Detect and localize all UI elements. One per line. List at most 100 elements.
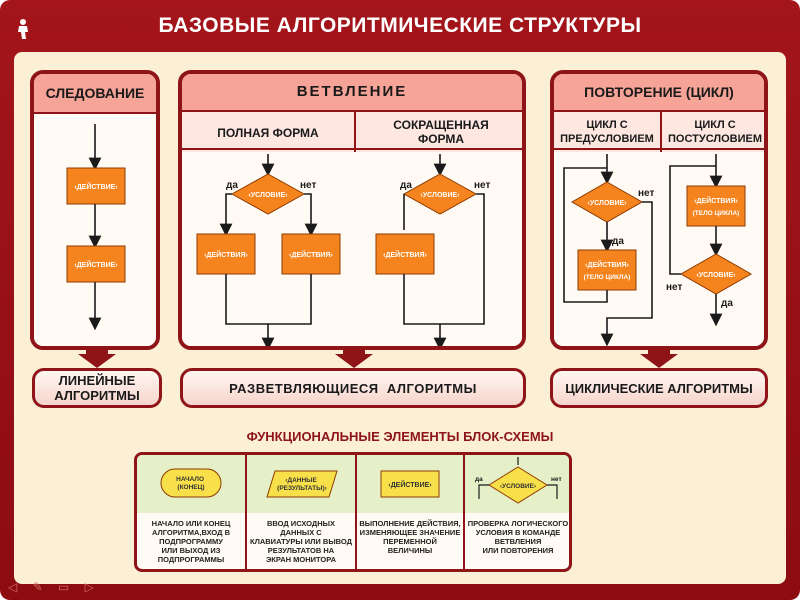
pre-condition-label: ЦИКЛ С ПРЕДУСЛОВИЕМ [560,119,654,145]
flow-arrow [304,193,318,237]
loop-panel: ПОВТОРЕНИЕ (ЦИКЛ) ЦИКЛ С ПРЕДУСЛОВИЕМ ЦИ… [550,70,768,350]
svg-text:‹УСЛОВИЕ›: ‹УСЛОВИЕ› [696,272,736,279]
data-label-line2: (РЕЗУЛЬТАТЫ)› [277,485,327,492]
sequence-diagram: ‹ДЕЙСТВИЕ› ‹ДЕЙСТВИЕ› [66,124,126,331]
condition-label: УСЛОВИЕ [590,200,625,207]
bypass-line [440,193,485,325]
data-shape: ‹ДАННЫЕ (РЕЗУЛЬТАТЫ)› [266,470,338,498]
branching-algorithms-box: РАЗВЕТВЛЯЮЩИЕСЯ АЛГОРИТМЫ [180,368,526,408]
no-label: нет [300,180,316,191]
page-title: БАЗОВЫЕ АЛГОРИТМИЧЕСКИЕ СТРУКТУРЫ [158,14,642,37]
legend-yes-label: да [475,476,483,483]
condition-shape: ‹УСЛОВИЕ› да нет [475,457,562,504]
actions-label: ДЕЙСТВИЯ [207,250,246,259]
action-shape: ‹ДЕЙСТВИЕ› [380,470,440,498]
nav-icons[interactable]: ◁ ✎ ▭ ▷ [8,580,100,594]
legend-desc: ВВОД ИСХОДНЫХ ДАННЫХ С КЛАВИАТУРЫ ИЛИ ВЫ… [250,519,352,564]
down-arrow-icon [335,346,373,368]
linear-algorithms-box: ЛИНЕЙНЫЕ АЛГОРИТМЫ [32,368,162,408]
svg-text:‹ДЕЙСТВИЕ›: ‹ДЕЙСТВИЕ› [74,260,118,269]
down-arrow-icon [78,346,116,368]
loop-sub-row [554,112,764,150]
legend-cell-terminal: НАЧАЛО (КОНЕЦ) НАЧАЛО ИЛИ КОНЕЦ АЛГОРИТМ… [137,455,247,569]
actions-label: ДЕЙСТВИЯ [697,196,736,205]
loop-body-label: (ТЕЛО ЦИКЛА) [693,210,740,217]
legend-no-label: нет [551,476,562,483]
condition-shape-label: УСЛОВИЕ [502,483,535,490]
svg-text:‹УСЛОВИЕ›: ‹УСЛОВИЕ› [500,483,536,490]
branching-panel: ВЕТВЛЕНИЕ ПОЛНАЯ ФОРМА СОКРАЩЕННАЯ ФОРМА… [178,70,526,350]
merge-line [403,274,440,325]
loop-diagram: ‹УСЛОВИЕ› нет да ‹ДЕЙСТВИЯ› (ТЕЛО ЦИКЛА)… [563,154,753,346]
exit-line [600,201,653,346]
branching-diagram: ‹УСЛОВИЕ› да нет ‹ДЕЙСТВИЯ› ‹ДЕЙСТВИЯ› ‹… [196,154,490,346]
sequence-panel: СЛЕДОВАНИЕ ‹ДЕЙСТВИЕ› ‹ДЕЙСТВИЕ› [30,70,160,350]
figure-logo-icon [14,18,34,45]
terminal-shape: НАЧАЛО (КОНЕЦ) [160,468,222,498]
legend-shape-area: ‹УСЛОВИЕ› да нет [465,455,569,513]
action-block-left [196,233,256,275]
loop-back-line [669,165,716,275]
svg-text:‹ДЕЙСТВИЯ›: ‹ДЕЙСТВИЯ› [585,260,629,269]
action-block [66,167,126,205]
actions-label: ДЕЙСТВИЯ [386,250,425,259]
yes-label: да [226,180,238,191]
cyclic-algorithms-label: ЦИКЛИЧЕСКИЕ АЛГОРИТМЫ [565,380,753,396]
sequence-body: ‹ДЕЙСТВИЕ› ‹ДЕЙСТВИЕ› [34,114,156,346]
sequence-header: СЛЕДОВАНИЕ [34,74,156,114]
svg-text:‹УСЛОВИЕ›: ‹УСЛОВИЕ› [587,200,627,207]
action-shape-label: ДЕЙСТВИЕ [391,480,430,489]
svg-text:‹УСЛОВИЕ›: ‹УСЛОВИЕ› [248,192,288,199]
down-arrows [78,346,678,368]
legend-desc: ВЫПОЛНЕНИЕ ДЕЙСТВИЯ, ИЗМЕНЯЮЩЕЕ ЗНАЧЕНИЕ… [359,519,461,555]
condition-label: УСЛОВИЕ [423,192,458,199]
action-block-short [375,233,435,275]
svg-text:‹ДЕЙСТВИЯ›: ‹ДЕЙСТВИЯ› [694,196,738,205]
branching-sub-row [182,112,522,150]
short-form-label: СОКРАЩЕННАЯ ФОРМА [393,118,489,146]
svg-text:‹ДАННЫЕ (РЕЗУЛЬТАТЫ): ‹ДАННЫЕ (РЕЗУЛЬТАТЫ)› [277,477,327,492]
post-condition-label: ЦИКЛ С ПОСТУСЛОВИЕМ [668,119,762,145]
svg-text:‹ДЕЙСТВИЯ›: ‹ДЕЙСТВИЯ› [383,250,427,259]
loop-header: ПОВТОРЕНИЕ (ЦИКЛ) [554,74,764,112]
legend-shape-area: ‹ДАННЫЕ (РЕЗУЛЬТАТЫ)› [247,455,355,513]
svg-text:‹УСЛОВИЕ›: ‹УСЛОВИЕ› [420,192,460,199]
loop-back-line [563,167,608,303]
condition-diamond [402,173,478,215]
no-label: нет [666,282,682,293]
action-block [66,245,126,283]
loop-body-label: (ТЕЛО ЦИКЛА) [584,274,631,281]
legend-shape-area: НАЧАЛО (КОНЕЦ) [137,455,245,513]
actions-label: ДЕЙСТВИЯ [588,260,627,269]
branching-header: ВЕТВЛЕНИЕ [182,74,522,112]
legend-cell-condition: ‹УСЛОВИЕ› да нет ПРОВЕРКА ЛОГИЧЕСКОГО УС… [465,455,569,569]
cyclic-algorithms-box: ЦИКЛИЧЕСКИЕ АЛГОРИТМЫ [550,368,768,408]
legend-table: НАЧАЛО (КОНЕЦ) НАЧАЛО ИЛИ КОНЕЦ АЛГОРИТМ… [134,452,572,572]
legend-title: ФУНКЦИОНАЛЬНЫЕ ЭЛЕМЕНТЫ БЛОК-СХЕМЫ [246,429,554,444]
svg-text:‹ДЕЙСТВИЕ›: ‹ДЕЙСТВИЕ› [388,480,432,489]
condition-label: УСЛОВИЕ [251,192,286,199]
actions-label: ДЕЙСТВИЯ [292,250,331,259]
svg-text:‹ДЕЙСТВИЕ›: ‹ДЕЙСТВИЕ› [74,182,118,191]
yes-label: да [400,180,412,191]
loop-body: ‹УСЛОВИЕ› нет да ‹ДЕЙСТВИЯ› (ТЕЛО ЦИКЛА)… [554,152,764,346]
legend-cell-action: ‹ДЕЙСТВИЕ› ВЫПОЛНЕНИЕ ДЕЙСТВИЯ, ИЗМЕНЯЮЩ… [357,455,465,569]
svg-text:‹ДЕЙСТВИЯ›: ‹ДЕЙСТВИЯ› [289,250,333,259]
no-label: нет [638,188,654,199]
condition-label: УСЛОВИЕ [699,272,734,279]
legend-shape-area: ‹ДЕЙСТВИЕ› [357,455,463,513]
loop-body-block [686,185,746,227]
branching-algorithms-label: РАЗВЕТВЛЯЮЩИЕСЯ АЛГОРИТМЫ [229,380,477,396]
svg-text:НАЧАЛО (КОНЕЦ): НАЧАЛО (КОНЕЦ) [176,476,206,491]
action-label: ДЕЙСТВИЕ [77,182,116,191]
linear-algorithms-label: ЛИНЕЙНЫЕ АЛГОРИТМЫ [54,373,140,403]
branching-body: ‹УСЛОВИЕ› да нет ‹ДЕЙСТВИЯ› ‹ДЕЙСТВИЯ› ‹… [182,152,522,346]
down-arrow-icon [640,346,678,368]
merge-line [225,274,312,325]
legend-cell-data: ‹ДАННЫЕ (РЕЗУЛЬТАТЫ)› ВВОД ИСХОДНЫХ ДАНН… [247,455,357,569]
yes-label: да [612,236,624,247]
legend-desc: ПРОВЕРКА ЛОГИЧЕСКОГО УСЛОВИЯ В КОМАНДЕ В… [467,519,569,555]
full-form-label: ПОЛНАЯ ФОРМА [217,126,319,140]
no-label: нет [474,180,490,191]
loop-body-block [577,249,637,291]
